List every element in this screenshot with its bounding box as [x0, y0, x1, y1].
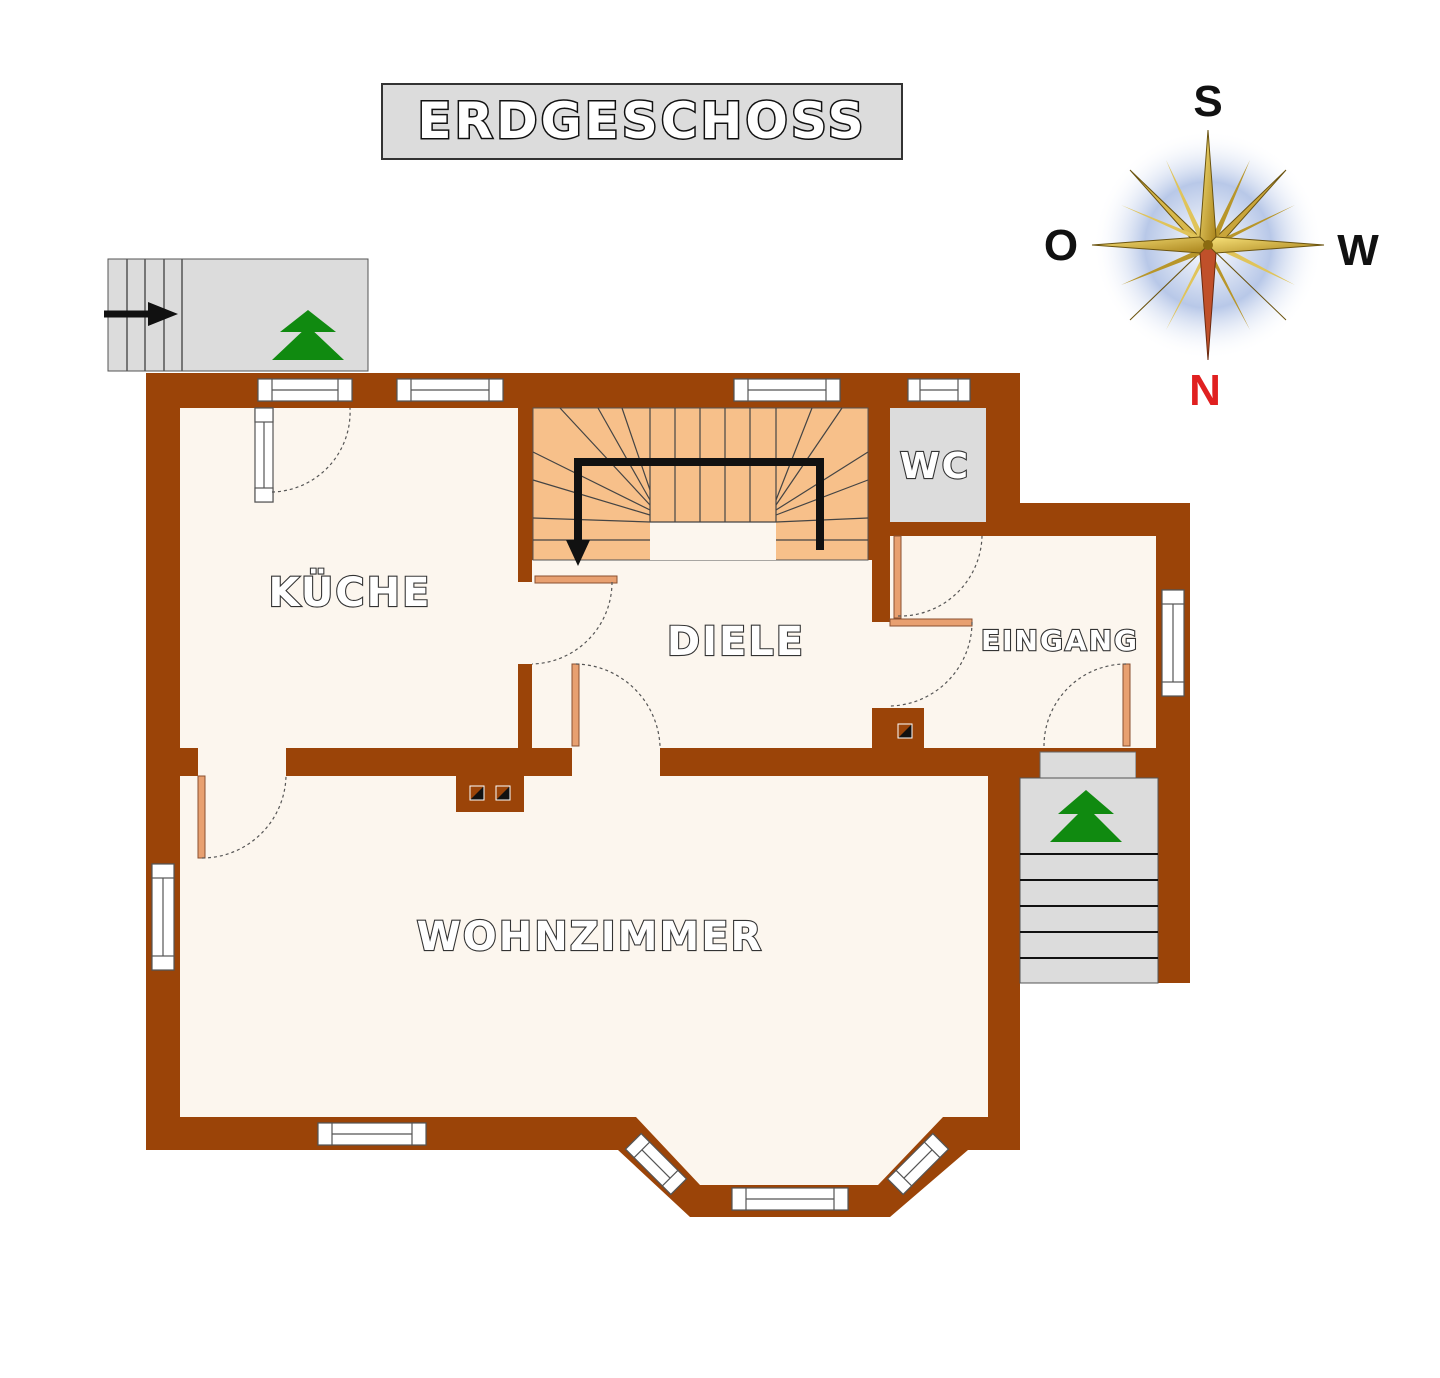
- room-label-hall: DIELE: [667, 619, 805, 665]
- windows: [151, 378, 1185, 1211]
- door-hall-living: [571, 663, 661, 747]
- door-wc: [893, 535, 983, 619]
- title-box: ERDGESCHOSS: [381, 83, 903, 160]
- window-bay-left: [624, 1132, 688, 1196]
- up-arrow-icon: [1050, 790, 1122, 842]
- compass: S W O N: [1044, 77, 1379, 415]
- compass-west-label: W: [1337, 226, 1379, 275]
- room-label-living: WOHNZIMMER: [417, 914, 764, 960]
- staircase-direction-arrow-icon: [566, 458, 824, 566]
- compass-south-label: S: [1193, 77, 1222, 126]
- door-hall-entrance: [889, 618, 973, 707]
- chimney-blocks: [456, 708, 924, 812]
- inner-walls: [146, 408, 1158, 1150]
- exterior-stairs-entrance: [1019, 777, 1159, 984]
- floors: [180, 408, 1156, 1185]
- room-label-entrance: EINGANG: [981, 624, 1139, 657]
- window-stairs-top-1: [396, 378, 504, 402]
- window-stairs-top-2: [733, 378, 841, 402]
- staircase: [532, 407, 869, 566]
- compass-north-label: N: [1189, 366, 1221, 415]
- door-kitchen-hall: [531, 575, 618, 665]
- doors: [197, 407, 1131, 859]
- window-living-left: [151, 863, 175, 971]
- arrow-right-icon: [104, 302, 178, 326]
- up-arrow-icon: [272, 310, 344, 360]
- window-bay-center: [731, 1187, 849, 1211]
- room-label-kitchen: KÜCHE: [269, 568, 432, 616]
- window-entrance-right: [1161, 589, 1185, 697]
- window-kitchen-top: [257, 378, 353, 402]
- window-kitchen-casement: [254, 407, 274, 503]
- window-bay-right: [886, 1132, 950, 1196]
- window-living-bottom: [317, 1122, 427, 1146]
- room-label-wc: WC: [900, 446, 970, 487]
- exterior-stairs-top: [104, 258, 369, 372]
- window-wc-top: [907, 378, 971, 402]
- page-title: ERDGESCHOSS: [417, 92, 866, 150]
- door-front-entrance: [1043, 663, 1131, 747]
- door-kitchen-window-swing: [271, 407, 351, 493]
- door-kitchen-living: [197, 775, 287, 859]
- compass-rose-icon: [1091, 129, 1325, 361]
- compass-east-label: O: [1044, 221, 1078, 270]
